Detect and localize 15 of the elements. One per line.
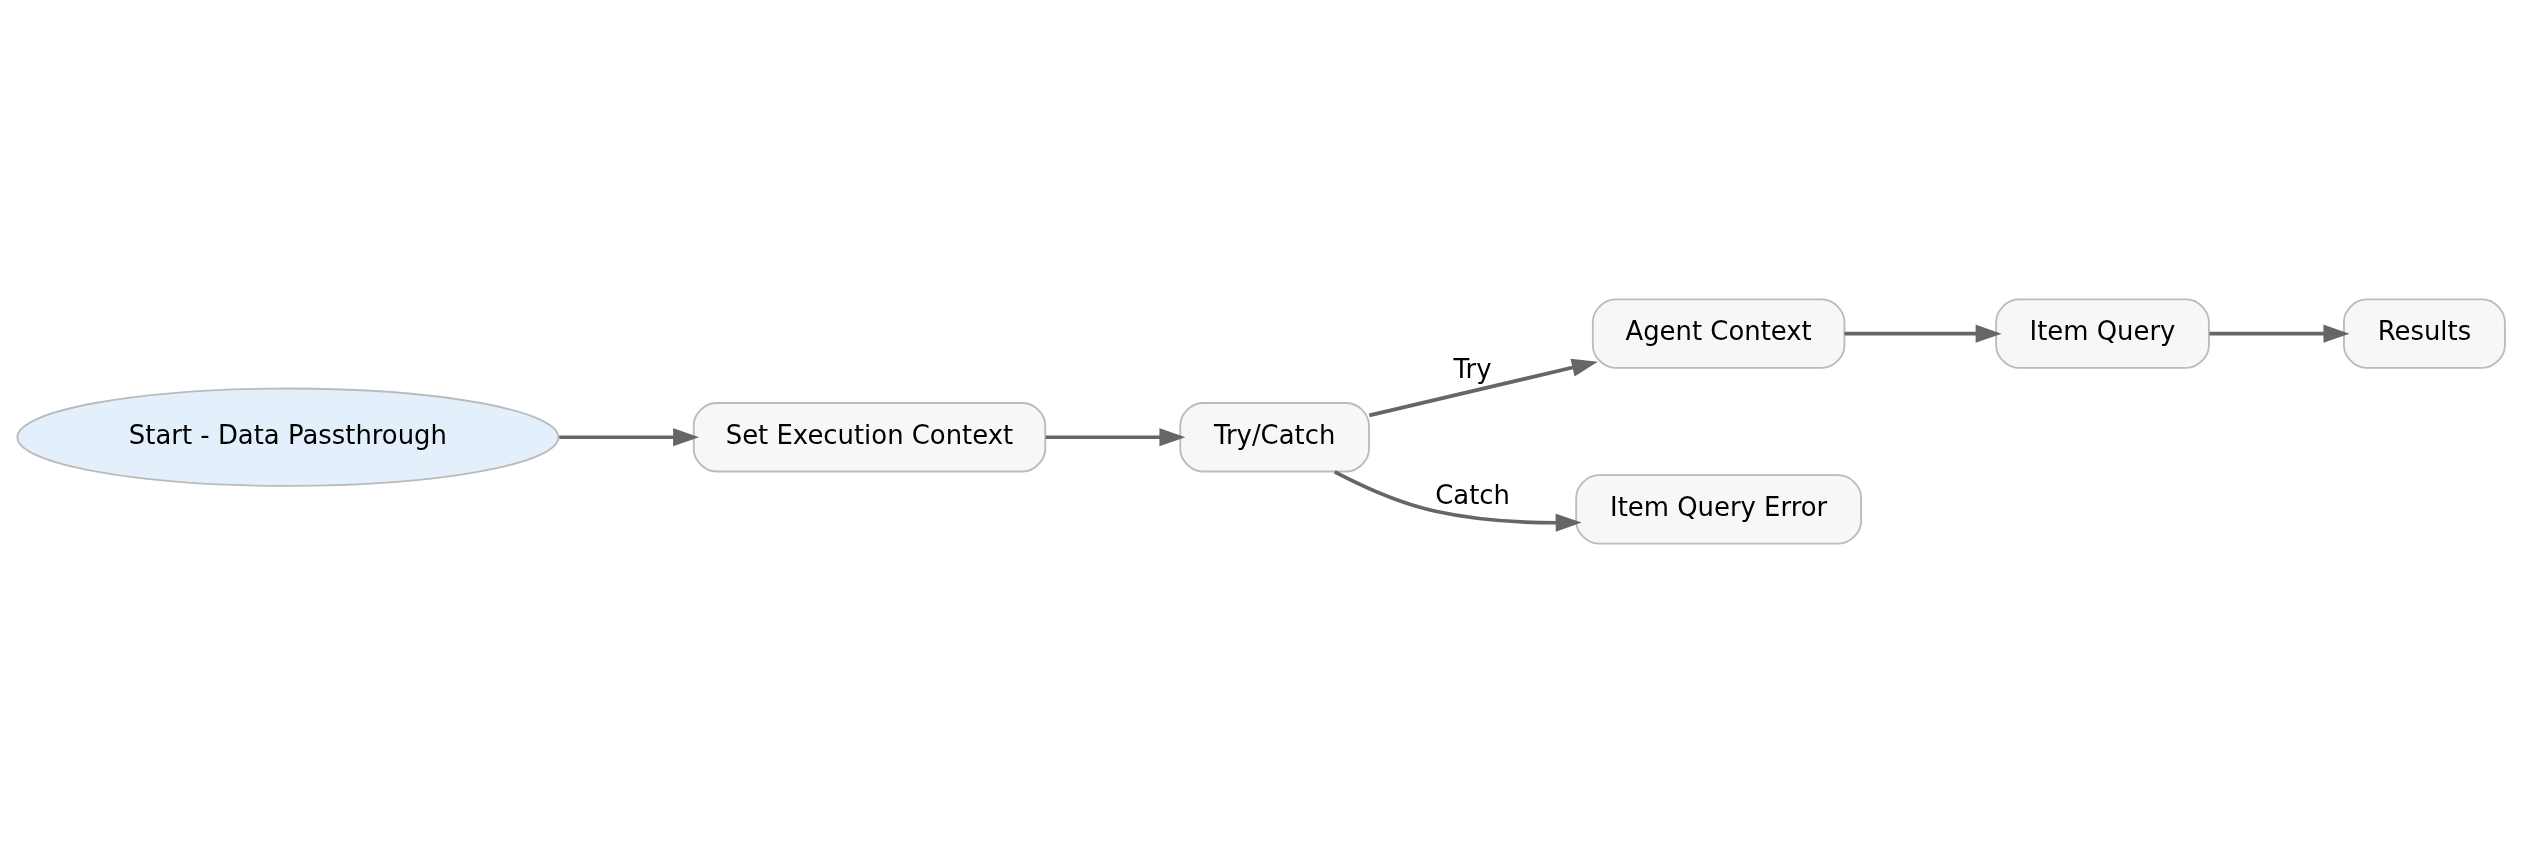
node-box: Item Query	[1995, 297, 2210, 369]
node-box: Try/Catch	[1179, 401, 1370, 472]
node-box: Agent Context	[1591, 297, 1846, 369]
node-box: Set Execution Context	[692, 401, 1047, 472]
node-box: Results	[2343, 297, 2506, 369]
edge-label: Try	[1453, 353, 1492, 384]
arrow	[1333, 469, 1582, 532]
arrow	[1844, 324, 2002, 343]
arrow	[1045, 427, 1186, 446]
arrow	[559, 427, 700, 446]
node-box: Item Query Error	[1575, 473, 1862, 545]
arrow	[1368, 358, 1598, 417]
edge-label: Catch	[1435, 479, 1510, 510]
node-ellipse: Start - Data Passthrough	[16, 387, 560, 487]
arrow	[2209, 324, 2350, 343]
